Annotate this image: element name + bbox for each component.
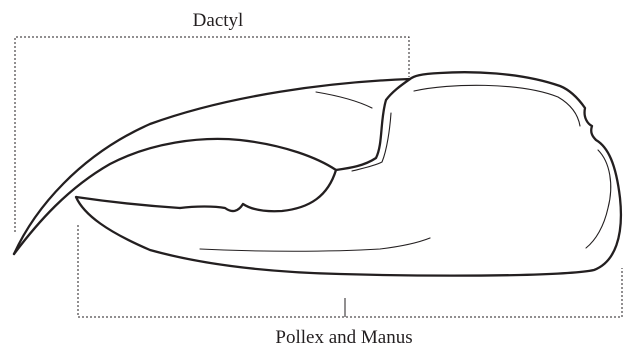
pollex-manus-label: Pollex and Manus <box>275 327 412 348</box>
pollex-manus-outline <box>76 72 621 275</box>
manus-tip-line <box>586 150 611 248</box>
dactyl-inner-edge <box>14 139 336 254</box>
dactyl-outline <box>14 79 410 254</box>
pollex-manus-bracket <box>78 225 622 317</box>
manus-upper-line <box>414 85 580 126</box>
dactyl-bracket <box>15 37 409 232</box>
dactyl-label: Dactyl <box>193 10 244 31</box>
pollex-inner-line <box>200 238 430 251</box>
dactyl-upper-line <box>316 92 372 108</box>
dactyl-articulation-line <box>352 113 391 171</box>
